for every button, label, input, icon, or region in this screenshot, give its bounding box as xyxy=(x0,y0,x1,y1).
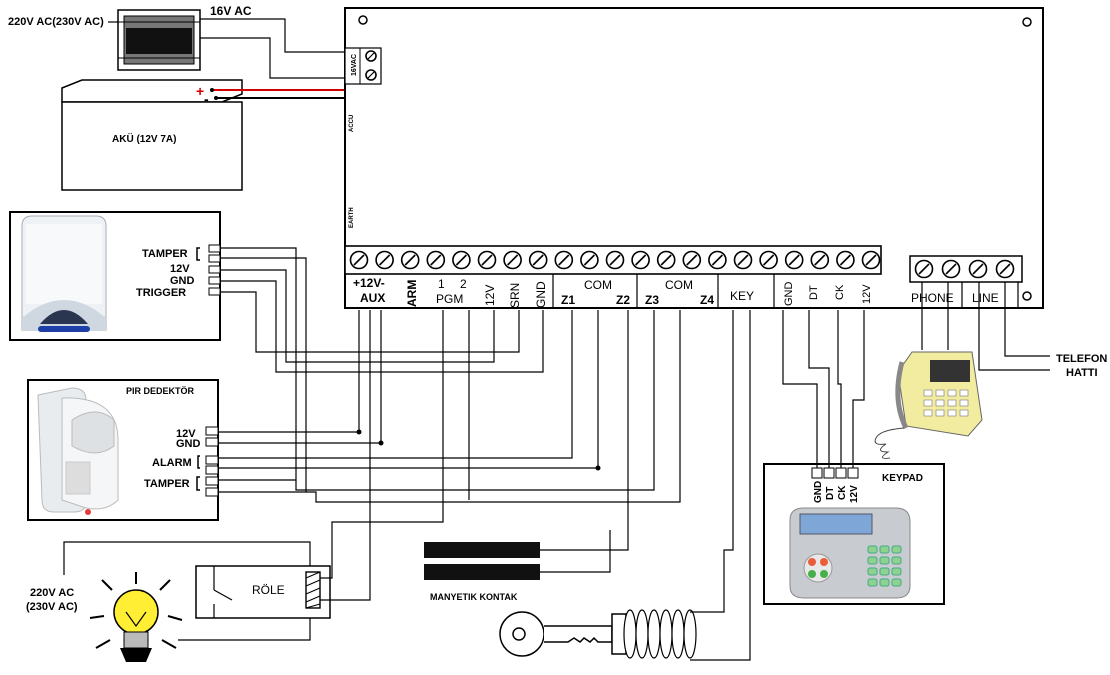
arm-label: ARM xyxy=(405,280,419,307)
terminal-screw-1 xyxy=(349,250,369,270)
siren: TAMPER 12V GND TRIGGER xyxy=(9,211,221,341)
terminal-labels: +12V- AUX ARM 1 2 PGM 12V SRN GND COM Z1… xyxy=(353,276,873,308)
terminal-screw-7 xyxy=(503,250,522,270)
relay-label: RÖLE xyxy=(252,583,285,597)
siren-tamper-label: TAMPER xyxy=(142,248,188,260)
battery-plus: + xyxy=(196,83,204,99)
terminal-screw-18 xyxy=(784,250,804,270)
transformer-output-label: 16V AC xyxy=(210,4,252,18)
wiring xyxy=(218,247,1050,661)
pir-tamper-label: TAMPER xyxy=(144,478,190,490)
relay-mains-label-1: 220V AC xyxy=(30,587,74,599)
terminal-screw-19 xyxy=(810,250,830,270)
phone-terminal-screw-2 xyxy=(941,259,961,279)
terminal-screw-5 xyxy=(452,250,471,270)
kp-gnd-label: GND xyxy=(783,282,795,307)
panel-earth-label: EARTH xyxy=(349,207,355,228)
terminal-screw-16 xyxy=(733,250,753,270)
siren-light xyxy=(38,326,90,332)
magnetic-contact: MANYETIK KONTAK xyxy=(424,542,540,602)
phone-line-label-2: HATTI xyxy=(1066,367,1098,379)
pgm1-label: 1 xyxy=(438,277,445,291)
siren-trigger-label: TRIGGER xyxy=(136,287,186,299)
terminal-strip xyxy=(344,245,882,275)
terminal-screw-15 xyxy=(708,250,727,270)
keypad-pin-ck: CK xyxy=(837,485,848,500)
v12-label: 12V xyxy=(483,285,497,306)
pgm-label: PGM xyxy=(436,292,463,306)
kp-ck-label: CK xyxy=(834,284,846,300)
z2-label: Z2 xyxy=(616,293,630,307)
pir-detector: PIR DEDEKTÖR 12V GND ALARM TAMPER xyxy=(27,379,219,521)
siren-gnd-label: GND xyxy=(170,275,195,287)
gnd-label: GND xyxy=(534,281,548,308)
terminal-screw-11 xyxy=(605,250,625,270)
aux-plus-label: +12V- xyxy=(353,276,385,290)
relay-mains-label-2: (230V AC) xyxy=(26,601,78,613)
transformer: 220V AC(230V AC) 16V AC xyxy=(8,4,252,71)
keypad-pin-12v: 12V xyxy=(849,485,860,503)
terminal-screw-2 xyxy=(375,250,394,270)
terminal-screw-14 xyxy=(682,250,702,270)
battery-minus: - xyxy=(204,91,209,107)
com2-label: COM xyxy=(665,278,693,292)
terminal-screw-4 xyxy=(426,250,446,270)
terminal-screw-6 xyxy=(477,250,497,270)
line-terminal-label: LINE xyxy=(972,291,999,305)
terminal-screw-21 xyxy=(861,250,881,270)
keypad-pin-gnd: GND xyxy=(813,481,824,503)
terminal-screw-17 xyxy=(759,250,778,270)
phone-terminal-screw-3 xyxy=(968,259,988,279)
srn-label: SRN xyxy=(508,283,522,308)
relay-circuit: RÖLE 220V AC (230V AC) xyxy=(26,541,331,641)
aux-label: AUX xyxy=(360,291,385,305)
battery-label: AKÜ (12V 7A) xyxy=(112,132,176,145)
keypad: KEYPAD GND DT CK 12V xyxy=(763,463,945,605)
pgm2-label: 2 xyxy=(460,277,467,291)
z4-label: Z4 xyxy=(700,293,714,307)
kp-dt-label: DT xyxy=(808,285,820,300)
terminal-screw-12 xyxy=(631,250,650,270)
key-switch-icon xyxy=(499,609,697,659)
panel-accu-label: ACCU xyxy=(349,115,355,132)
battery: AKÜ (12V 7A) + - xyxy=(61,79,243,191)
phone-terminal-screw-1 xyxy=(914,259,934,279)
terminal-screw-3 xyxy=(400,250,420,270)
terminal-screw-8 xyxy=(528,250,548,270)
terminal-screw-9 xyxy=(554,250,574,270)
panel-16vac-label: 16VAC xyxy=(351,54,358,76)
kp-12v-label: 12V xyxy=(861,284,873,304)
z1-label: Z1 xyxy=(561,293,575,307)
keypad-pin-dt: DT xyxy=(825,487,836,500)
keypad-title: KEYPAD xyxy=(882,473,923,484)
phone-line-label-1: TELEFON xyxy=(1056,353,1107,365)
transformer-mains-label: 220V AC(230V AC) xyxy=(8,16,104,28)
pir-alarm-label: ALARM xyxy=(152,457,192,469)
key-label: KEY xyxy=(730,289,754,303)
phone-terminal-screw-4 xyxy=(995,259,1015,279)
siren-12v-label: 12V xyxy=(170,263,190,275)
bulb-icon xyxy=(89,572,183,662)
phone-terminal-label: PHONE xyxy=(911,291,954,305)
z3-label: Z3 xyxy=(645,293,659,307)
magnetic-contact-label: MANYETIK KONTAK xyxy=(430,592,518,602)
terminal-screw-10 xyxy=(580,250,599,270)
pir-title: PIR DEDEKTÖR xyxy=(126,386,195,396)
terminal-screw-13 xyxy=(656,250,676,270)
terminal-screw-20 xyxy=(836,250,855,270)
pir-gnd-label: GND xyxy=(176,438,201,450)
com1-label: COM xyxy=(584,278,612,292)
pir-12v-label: 12V xyxy=(176,428,196,440)
telephone-icon xyxy=(874,351,983,459)
